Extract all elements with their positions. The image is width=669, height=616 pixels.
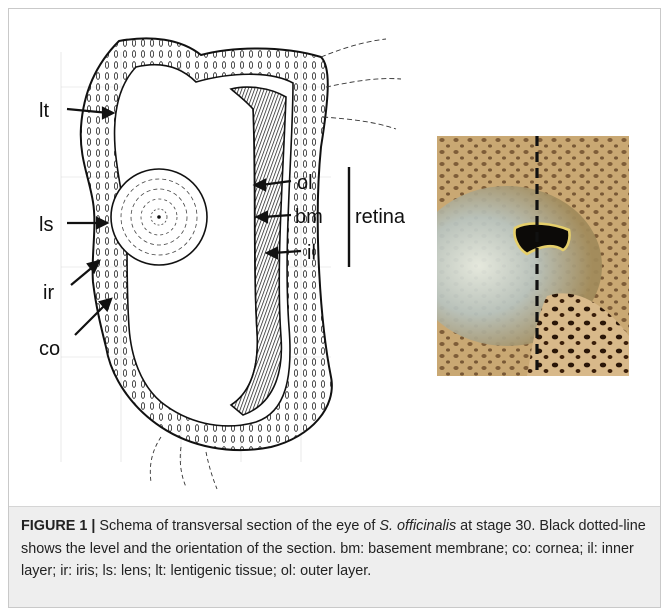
label-retina: retina [355,206,406,228]
label-il: il [307,242,316,264]
eye-schema-drawing: lt ls ir co ol bm il retina [31,27,431,492]
label-bm: bm [295,206,323,228]
label-co: co [39,338,60,360]
eye-photograph [437,136,629,376]
figure-caption: FIGURE 1 | Schema of transversal section… [21,515,646,583]
species-name: S. officinalis [379,518,456,534]
caption-text-before: Schema of transversal section of the eye… [99,518,379,534]
label-lt: lt [39,100,49,122]
label-ir: ir [43,282,54,304]
label-ls: ls [39,214,53,236]
label-ol: ol [297,172,313,194]
lens-shape [111,169,207,265]
figure-label: FIGURE 1 | [21,518,99,534]
figure-frame: lt ls ir co ol bm il retina [8,8,661,608]
caption-band: FIGURE 1 | Schema of transversal section… [9,506,660,607]
